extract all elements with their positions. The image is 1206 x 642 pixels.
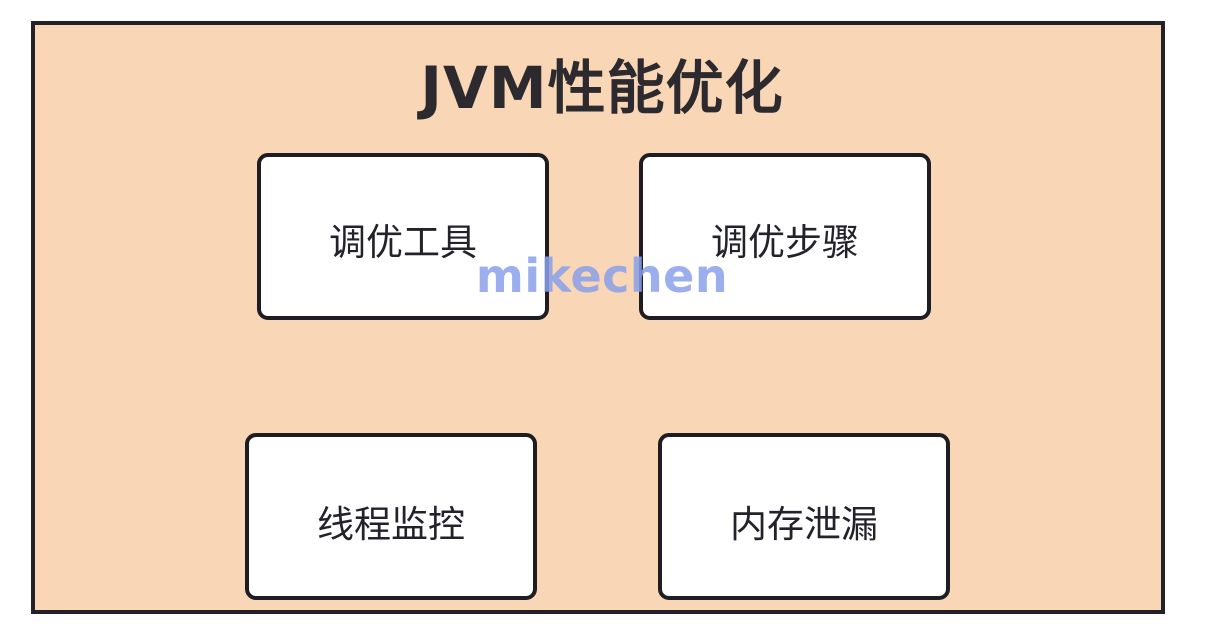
node-tuning-tools: 调优工具 xyxy=(257,153,549,320)
node-label-thread-monitoring: 线程监控 xyxy=(317,502,465,546)
node-memory-leak: 内存泄漏 xyxy=(658,433,950,600)
node-tuning-steps: 调优步骤 xyxy=(639,153,931,320)
node-label-tuning-steps: 调优步骤 xyxy=(711,220,859,264)
diagram-title: JVM性能优化 xyxy=(420,54,784,122)
node-label-tuning-tools: 调优工具 xyxy=(329,220,477,264)
watermark-text: mikechen xyxy=(475,249,729,303)
node-thread-monitoring: 线程监控 xyxy=(245,433,537,600)
node-label-memory-leak: 内存泄漏 xyxy=(730,502,878,546)
diagram-frame: JVM性能优化 调优工具 调优步骤 线程监控 内存泄漏 mikechen xyxy=(31,21,1165,614)
